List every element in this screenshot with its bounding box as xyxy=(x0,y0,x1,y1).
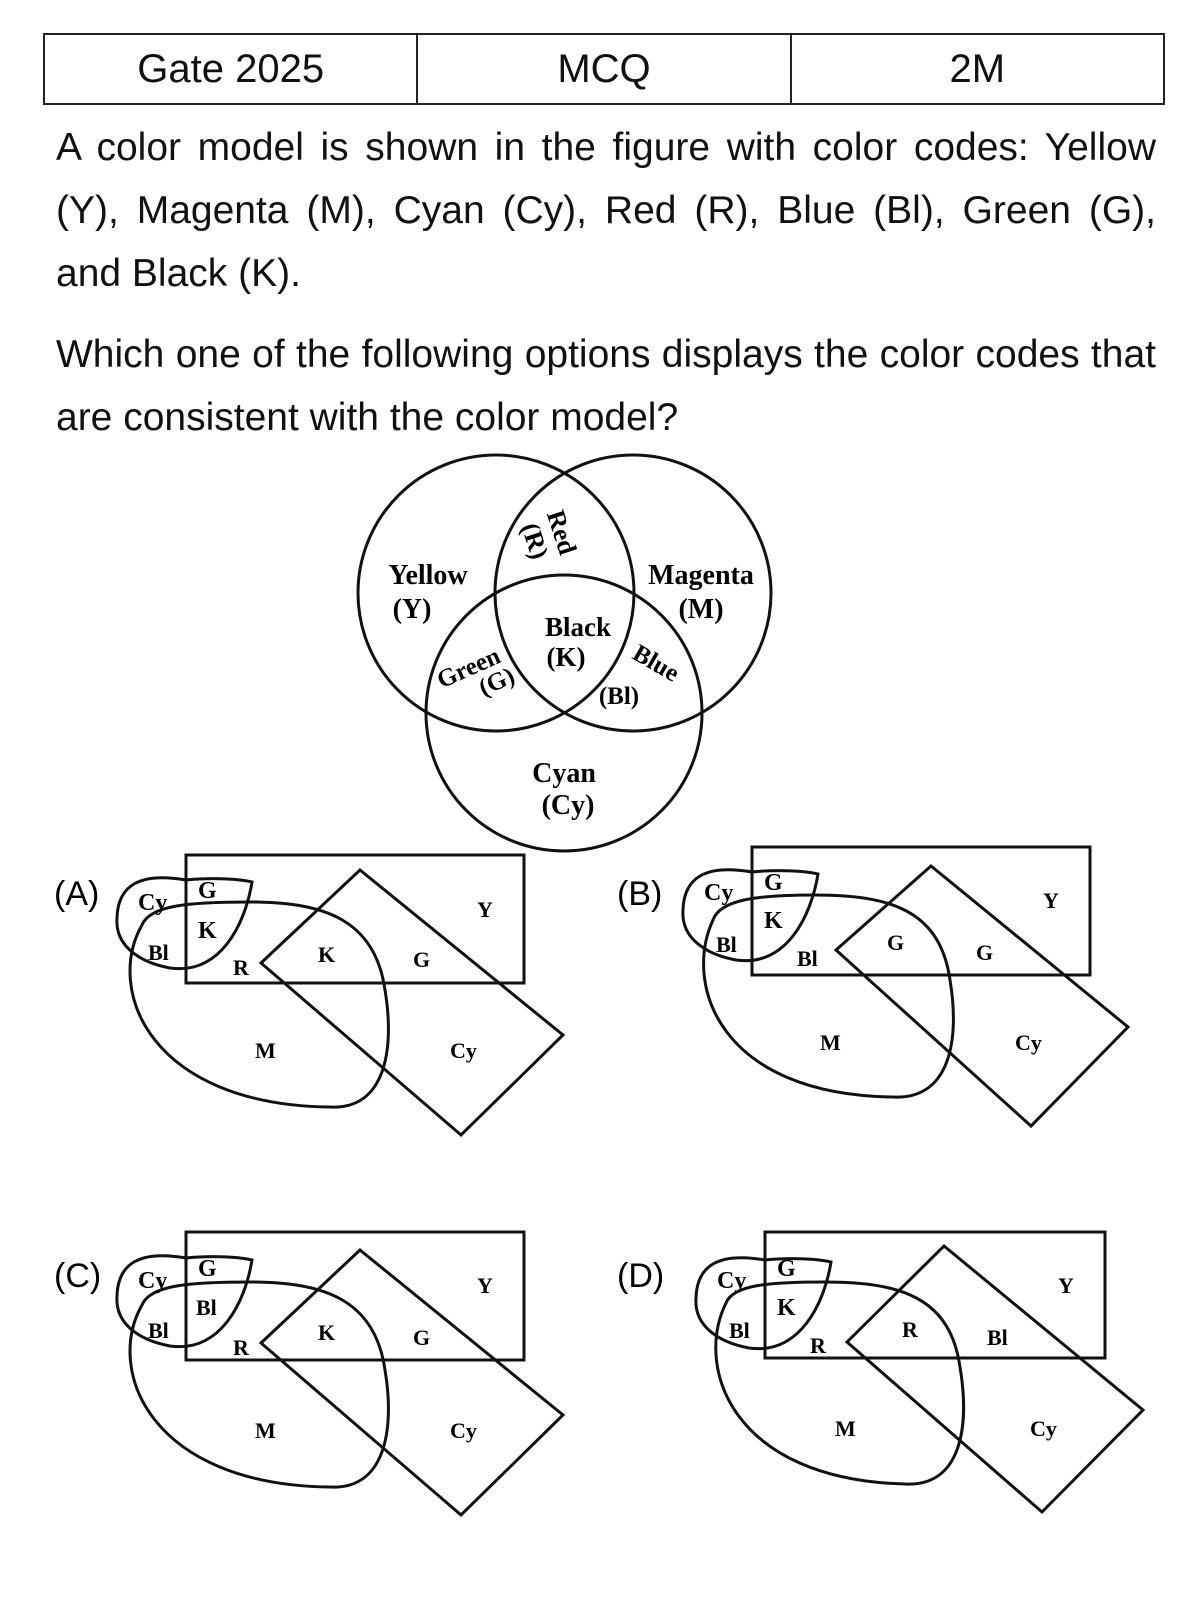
option-c-diamond xyxy=(258,1248,566,1518)
header-table: Gate 2025 MCQ 2M xyxy=(43,33,1165,105)
magenta-label: Magenta xyxy=(648,560,754,591)
cyan-circle xyxy=(424,573,704,853)
question-paragraph-1: A color model is shown in the figure wit… xyxy=(56,126,1156,295)
option-a-cy: Cy xyxy=(138,890,167,916)
option-b-cy2: Cy xyxy=(1015,1030,1042,1055)
option-c-r: R xyxy=(233,1335,250,1360)
yellow-label: Yellow xyxy=(388,560,468,591)
option-a-m: M xyxy=(255,1038,276,1063)
option-d-right: Bl xyxy=(987,1325,1008,1350)
question-type-cell: MCQ xyxy=(418,35,792,103)
option-a-bl: Bl xyxy=(148,940,169,965)
option-c-k: Bl xyxy=(196,1295,217,1320)
option-d-m: M xyxy=(835,1416,856,1441)
option-c-y: Y xyxy=(477,1273,493,1298)
option-c-right: G xyxy=(413,1325,430,1350)
option-a-rectangle xyxy=(184,853,526,985)
option-a-diagram: (A) Cy G K Bl R K G Y M Cy xyxy=(54,853,566,1138)
blue-code: (Bl) xyxy=(599,683,639,710)
option-b-rectangle xyxy=(750,845,1092,977)
option-d-g: G xyxy=(777,1256,796,1282)
option-c-cy: Cy xyxy=(138,1268,167,1294)
option-a-cy2: Cy xyxy=(450,1038,477,1063)
option-d-small-blob xyxy=(694,1256,833,1351)
option-c-rectangle xyxy=(184,1230,526,1362)
option-b-k: K xyxy=(764,908,783,934)
option-d-y: Y xyxy=(1058,1273,1074,1298)
yellow-code: (Y) xyxy=(393,594,432,625)
option-a-small-blob xyxy=(115,876,254,971)
option-a-r: R xyxy=(233,955,250,980)
option-b-bl: Bl xyxy=(716,932,737,957)
option-d-cy2: Cy xyxy=(1030,1416,1057,1441)
black-label: Black xyxy=(545,612,611,642)
color-model-venn: Yellow (Y) Magenta (M) Black (K) Cyan (C… xyxy=(356,453,773,853)
option-a-y: Y xyxy=(477,897,493,922)
option-d-k: K xyxy=(777,1295,796,1321)
option-b-y: Y xyxy=(1043,888,1059,913)
option-b-blob xyxy=(702,893,955,1099)
option-a-right: G xyxy=(413,947,430,972)
question-paragraph-2: Which one of the following options displ… xyxy=(56,333,1156,439)
option-d-r: R xyxy=(810,1333,827,1358)
black-code: (K) xyxy=(547,642,586,672)
option-a-center: K xyxy=(318,942,335,967)
option-b-diagram: (B) Cy G K Bl Bl G G Y M Cy xyxy=(617,845,1131,1129)
option-c-label: (C) xyxy=(54,1257,101,1295)
option-c-center: K xyxy=(318,1320,335,1345)
option-d-diagram: (D) Cy G K Bl R R Bl Y M Cy xyxy=(617,1230,1146,1515)
option-c-m: M xyxy=(255,1418,276,1443)
option-c-small-blob xyxy=(115,1254,254,1349)
option-b-small-blob xyxy=(681,868,820,963)
option-d-cy: Cy xyxy=(717,1268,746,1294)
blue-label: Blue xyxy=(628,640,684,688)
option-d-blob xyxy=(714,1280,966,1486)
option-d-label: (D) xyxy=(617,1257,664,1295)
option-b-g: G xyxy=(764,870,783,896)
magenta-code: (M) xyxy=(678,594,723,625)
option-c-g: G xyxy=(198,1256,217,1282)
option-c-blob xyxy=(128,1280,390,1489)
option-b-m: M xyxy=(820,1030,841,1055)
option-a-label: (A) xyxy=(54,875,99,913)
option-a-k: K xyxy=(198,918,217,944)
option-b-diamond xyxy=(833,864,1131,1129)
option-b-right: G xyxy=(976,940,993,965)
option-b-r: Bl xyxy=(797,946,818,971)
option-d-center: R xyxy=(902,1317,919,1342)
cyan-label: Cyan xyxy=(532,758,596,789)
option-b-cy: Cy xyxy=(704,880,733,906)
option-b-label: (B) xyxy=(617,875,662,913)
option-c-cy2: Cy xyxy=(450,1418,477,1443)
option-a-diamond xyxy=(258,868,566,1138)
exam-cell: Gate 2025 xyxy=(45,35,419,103)
option-b-center: G xyxy=(887,930,904,955)
option-d-diamond xyxy=(844,1243,1146,1515)
option-c-bl: Bl xyxy=(148,1318,169,1343)
cyan-code: (Cy) xyxy=(542,790,595,821)
option-c-diagram: (C) Cy G Bl Bl R K G Y M Cy xyxy=(54,1230,566,1518)
option-d-rectangle xyxy=(763,1230,1107,1360)
marks-cell: 2M xyxy=(949,46,1006,91)
option-d-bl: Bl xyxy=(729,1318,750,1343)
option-a-blob xyxy=(128,900,390,1109)
option-a-g: G xyxy=(198,878,217,904)
